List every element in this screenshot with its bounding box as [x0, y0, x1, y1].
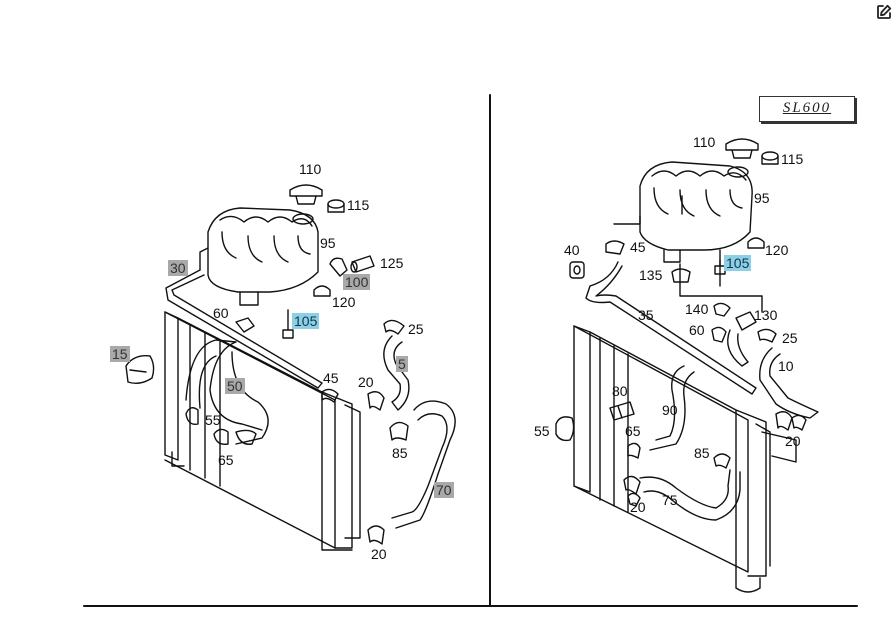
callout-85-right[interactable]: 85 [694, 445, 710, 461]
callout-65-right[interactable]: 65 [625, 423, 641, 439]
callout-105-right[interactable]: 105 [724, 255, 752, 271]
callout-10-right[interactable]: 10 [778, 358, 794, 374]
callout-25-right[interactable]: 25 [782, 330, 798, 346]
callout-70[interactable]: 70 [434, 482, 454, 498]
callout-25[interactable]: 25 [408, 321, 424, 337]
callout-140-right[interactable]: 140 [685, 301, 709, 317]
callout-100[interactable]: 100 [343, 274, 371, 290]
right-hose-90 [649, 365, 695, 451]
left-hose-5 [383, 335, 410, 411]
right-clip-45 [605, 240, 625, 255]
right-clamp-60 [711, 326, 727, 343]
left-clamp-20-upper [367, 391, 385, 411]
callout-35-right[interactable]: 35 [638, 307, 654, 323]
right-fitting-80 [609, 401, 635, 421]
left-hose-50 [185, 339, 269, 445]
right-bush-40 [569, 261, 585, 279]
callout-45-right[interactable]: 45 [630, 239, 646, 255]
callout-120[interactable]: 120 [332, 294, 356, 310]
right-hose-10 [759, 347, 819, 419]
callout-65[interactable]: 65 [218, 452, 234, 468]
callout-60-right[interactable]: 60 [689, 322, 705, 338]
right-clamp-25 [757, 328, 777, 343]
left-hose-30 [165, 269, 323, 389]
left-clamp-25 [383, 319, 405, 335]
callout-30[interactable]: 30 [168, 260, 188, 276]
right-cap-110 [725, 138, 759, 159]
right-part-140 [713, 302, 731, 317]
callout-55-right[interactable]: 55 [534, 423, 550, 439]
right-fitting-135 [671, 268, 691, 283]
left-clamp-15 [125, 355, 155, 385]
callout-20-upper[interactable]: 20 [358, 374, 374, 390]
callout-60[interactable]: 60 [213, 305, 229, 321]
left-hose-70 [391, 400, 456, 529]
left-clip-95 [329, 257, 348, 277]
callout-20-right-lower[interactable]: 20 [630, 499, 646, 515]
callout-40-right[interactable]: 40 [564, 242, 580, 258]
callout-130-right[interactable]: 130 [754, 307, 778, 323]
right-radiator [573, 325, 797, 593]
left-expansion-tank [199, 207, 319, 306]
left-sensor-105 [282, 309, 294, 339]
callout-85[interactable]: 85 [392, 445, 408, 461]
edit-icon[interactable] [876, 4, 892, 20]
callout-95-right[interactable]: 95 [754, 190, 770, 206]
callout-75-right[interactable]: 75 [662, 492, 678, 508]
model-variant-label: SL600 [782, 100, 832, 116]
left-cap-120 [313, 285, 331, 297]
left-seal-115 [327, 199, 345, 213]
callout-115-right[interactable]: 115 [781, 151, 804, 167]
left-bracket-60 [235, 317, 255, 333]
model-variant-badge: SL600 [759, 96, 855, 122]
right-hose-75 [639, 469, 741, 521]
callout-20-right-upper[interactable]: 20 [785, 433, 801, 449]
right-sensor-105 [714, 249, 726, 275]
right-hose-130 [727, 311, 757, 367]
left-panel-drawing [125, 184, 456, 551]
left-clamp-20-lower [367, 525, 385, 545]
right-clamps-20-upper [775, 411, 807, 431]
right-hose-35 [585, 261, 757, 395]
right-clamps-20-lower [623, 475, 641, 507]
callout-135-right[interactable]: 135 [639, 267, 663, 283]
callout-55[interactable]: 55 [205, 412, 221, 428]
callout-115[interactable]: 115 [347, 197, 370, 213]
callout-120-right[interactable]: 120 [765, 242, 789, 258]
left-sleeve-125 [350, 255, 375, 273]
callout-20-lower[interactable]: 20 [371, 546, 387, 562]
callout-110[interactable]: 110 [299, 161, 322, 177]
left-clamp-45 [321, 388, 339, 403]
right-clamp-85 [713, 453, 731, 469]
right-cap-120 [747, 237, 765, 249]
left-clamps-55 [185, 407, 257, 445]
callout-95[interactable]: 95 [320, 235, 336, 251]
right-panel-drawing [555, 138, 819, 593]
callout-15[interactable]: 15 [110, 346, 130, 362]
left-cap-110 [289, 184, 323, 205]
callout-125[interactable]: 125 [380, 255, 404, 271]
callout-110-right[interactable]: 110 [693, 134, 716, 150]
right-clamp-55 [555, 416, 575, 442]
callout-80-right[interactable]: 80 [612, 383, 628, 399]
left-clamp-85 [389, 421, 409, 441]
callout-105[interactable]: 105 [292, 313, 320, 329]
callout-50[interactable]: 50 [225, 378, 245, 394]
callout-45[interactable]: 45 [323, 370, 339, 386]
callout-90-right[interactable]: 90 [662, 402, 678, 418]
right-seal-115 [761, 151, 779, 165]
right-clamp-65 [627, 442, 641, 459]
callout-5[interactable]: 5 [396, 356, 408, 372]
right-expansion-tank [639, 161, 753, 263]
